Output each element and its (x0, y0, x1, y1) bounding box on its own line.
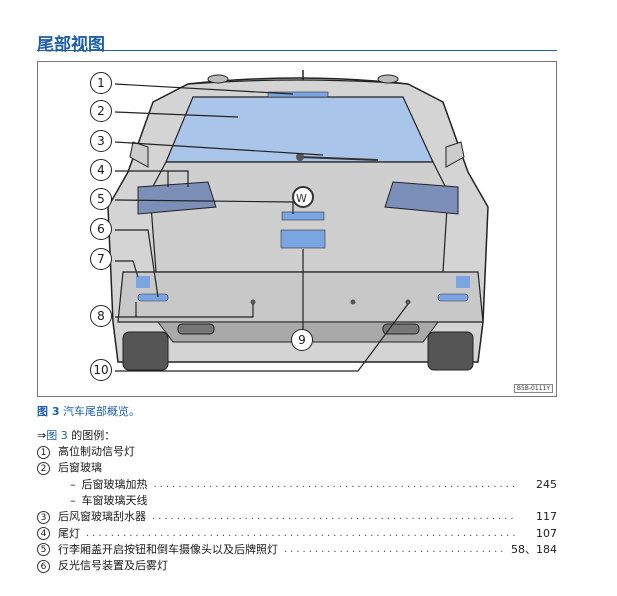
legend-label: 后风窗玻璃刮水器 (58, 510, 146, 524)
callout-8: 8 (90, 305, 112, 327)
car-rear-illustration: W (107, 70, 489, 372)
page-title: 尾部视图 (37, 35, 105, 55)
leader-dots: ........................................… (86, 527, 517, 539)
callout-1: 1 (90, 72, 112, 94)
legend-label: 尾灯 (58, 526, 80, 540)
callout-7: 7 (90, 248, 112, 270)
legend-item: –车窗玻璃天线 (37, 493, 557, 509)
legend-item: –后窗玻璃加热.................................… (37, 477, 557, 493)
legend-dash: – (70, 494, 76, 508)
callout-9: 9 (291, 329, 313, 351)
legend-item: 4 尾灯.....................................… (37, 525, 557, 541)
figure-caption: 图 3 汽车尾部概览。 (37, 403, 140, 419)
legend-item: 5 行李厢盖开启按钮和倒车摄像头以及后牌照灯...................… (37, 542, 557, 558)
legend-label: 高位制动信号灯 (58, 445, 135, 459)
legend-item: 3 后风窗玻璃刮水器...............................… (37, 509, 557, 525)
legend-reference: ⇒图 3 的图例： (37, 427, 115, 443)
callout-5: 5 (90, 188, 112, 210)
legend-label: 行李厢盖开启按钮和倒车摄像头以及后牌照灯 (58, 542, 278, 556)
callout-10: 10 (90, 359, 112, 381)
svg-text:W: W (296, 192, 307, 205)
legend-item: 6 反光信号装置及后雾灯 (37, 558, 557, 574)
legend-label: 后窗玻璃加热 (81, 477, 148, 491)
legend-number: 6 (37, 559, 50, 573)
page-number: 58、184 (511, 542, 557, 556)
callout-6: 6 (90, 218, 112, 240)
legend-number: 4 (37, 527, 50, 541)
leader-dots: ........................................… (284, 543, 505, 555)
ref-arrow: ⇒ (37, 429, 47, 442)
legend-dash: – (70, 477, 76, 491)
legend-number: 2 (37, 461, 50, 475)
legend-number: 1 (37, 445, 50, 459)
legend-list: 1 高位制动信号灯 2 后窗玻璃 –后窗玻璃加热....................… (37, 444, 557, 574)
ref-text: 的图例： (71, 429, 116, 442)
legend-label: 反光信号装置及后雾灯 (58, 559, 168, 573)
figure-code: B5B-0111Y (513, 384, 553, 393)
title-divider (37, 50, 557, 51)
legend-label: 车窗玻璃天线 (81, 494, 148, 508)
legend-label: 后窗玻璃 (58, 461, 102, 475)
leader-dots: ........................................… (152, 511, 517, 523)
callout-3: 3 (90, 130, 112, 152)
callout-2: 2 (90, 100, 112, 122)
caption-text: 汽车尾部概览。 (62, 405, 140, 418)
leader-dots: ........................................… (153, 478, 518, 490)
page-number: 107 (536, 526, 557, 540)
figure-link[interactable]: 图 3 (46, 429, 68, 442)
legend-number: 3 (37, 510, 50, 524)
page-number: 117 (536, 510, 557, 524)
page-number: 245 (536, 477, 557, 491)
legend-item: 1 高位制动信号灯 (37, 444, 557, 460)
legend-item: 2 后窗玻璃 (37, 460, 557, 476)
callout-4: 4 (90, 159, 112, 181)
caption-label: 图 3 (37, 405, 60, 418)
legend-number: 5 (37, 543, 50, 557)
